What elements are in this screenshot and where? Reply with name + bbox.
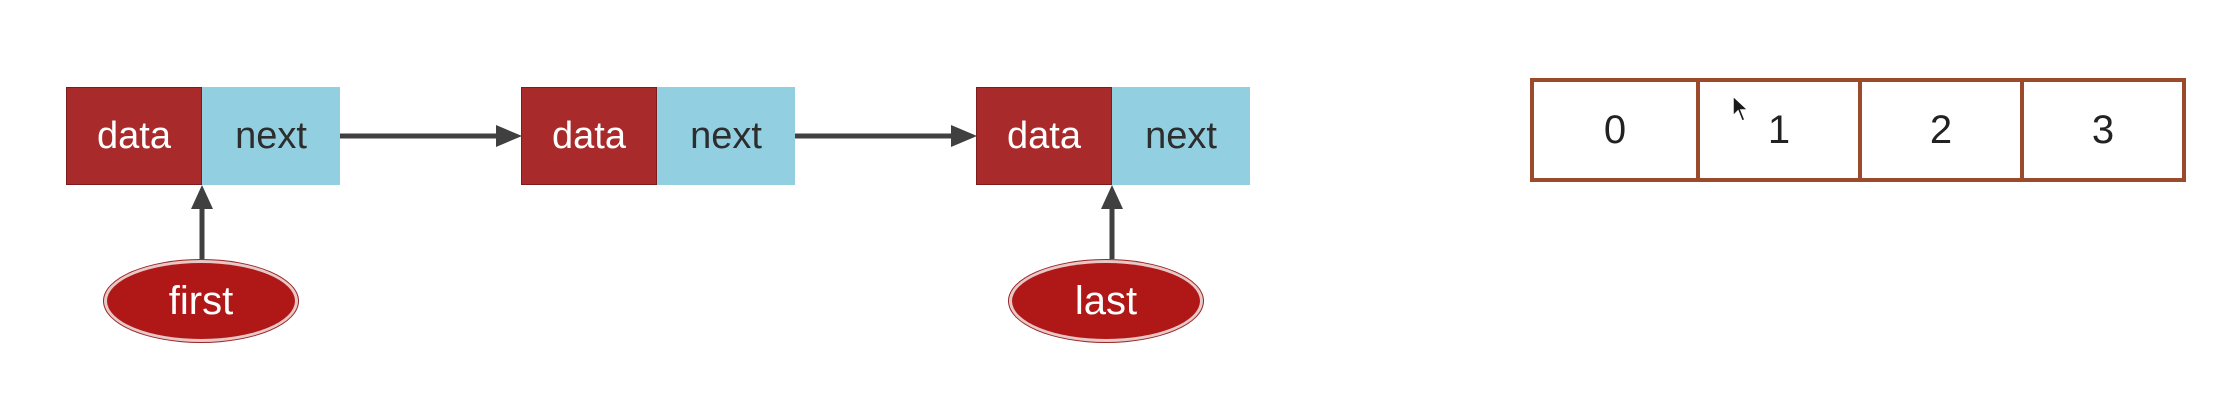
arrow-last-to-node3 [1101,185,1123,259]
node-1-next-field: next [202,87,340,185]
node-3-next-field: next [1112,87,1250,185]
list-node-3: data next [976,87,1250,185]
mouse-pointer-icon [1732,94,1750,122]
array-cell-3: 3 [2020,82,2182,178]
array-cell-0: 0 [1603,107,1627,152]
last-pointer: last [1012,263,1200,339]
list-node-2: data next [521,87,795,185]
array-block: 0 1 2 3 [1530,78,2186,182]
first-pointer: first [107,263,295,339]
array-cell-1: 1 [1696,82,1858,178]
arrow-node1-to-node2 [340,125,522,147]
node-3-data-field: data [976,87,1112,185]
node-2-next-field: next [657,87,795,185]
arrow-node2-to-node3 [795,125,977,147]
array-cell-2: 2 [1858,82,2020,178]
list-node-1: data next [66,87,340,185]
node-2-data-field: data [521,87,657,185]
node-1-data-field: data [66,87,202,185]
arrow-first-to-node1 [191,185,213,259]
